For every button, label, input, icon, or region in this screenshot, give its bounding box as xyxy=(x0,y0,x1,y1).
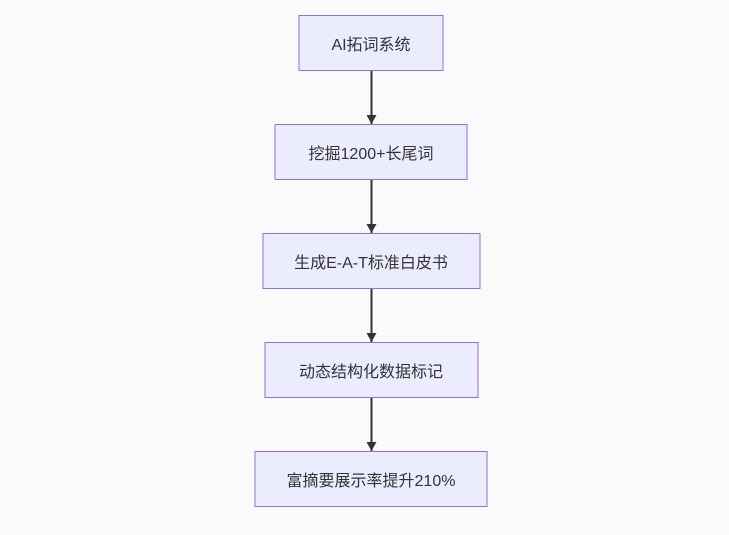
arrow-down-icon xyxy=(366,289,376,342)
flow-node-3-label: 生成E-A-T标准白皮书 xyxy=(294,255,448,272)
flowchart: AI拓词系统 挖掘1200+长尾词 生成E-A-T标准白皮书 动态结构化数据标记… xyxy=(254,15,488,507)
arrowhead-icon xyxy=(366,442,376,451)
arrow-down-icon xyxy=(366,71,376,124)
flow-node-1: AI拓词系统 xyxy=(298,15,444,71)
flow-node-2: 挖掘1200+长尾词 xyxy=(274,124,468,180)
flow-node-3: 生成E-A-T标准白皮书 xyxy=(262,233,480,289)
flow-node-4-label: 动态结构化数据标记 xyxy=(298,364,443,381)
arrowhead-icon xyxy=(366,115,376,124)
flow-node-2-label: 挖掘1200+长尾词 xyxy=(308,146,434,163)
arrowhead-icon xyxy=(366,224,376,233)
flow-node-1-label: AI拓词系统 xyxy=(331,37,411,54)
arrowhead-icon xyxy=(366,333,376,342)
flow-node-4: 动态结构化数据标记 xyxy=(264,342,478,398)
flow-node-5: 富摘要展示率提升210% xyxy=(254,451,488,507)
flow-node-5-label: 富摘要展示率提升210% xyxy=(286,473,456,490)
arrow-down-icon xyxy=(366,398,376,451)
arrow-down-icon xyxy=(366,180,376,233)
